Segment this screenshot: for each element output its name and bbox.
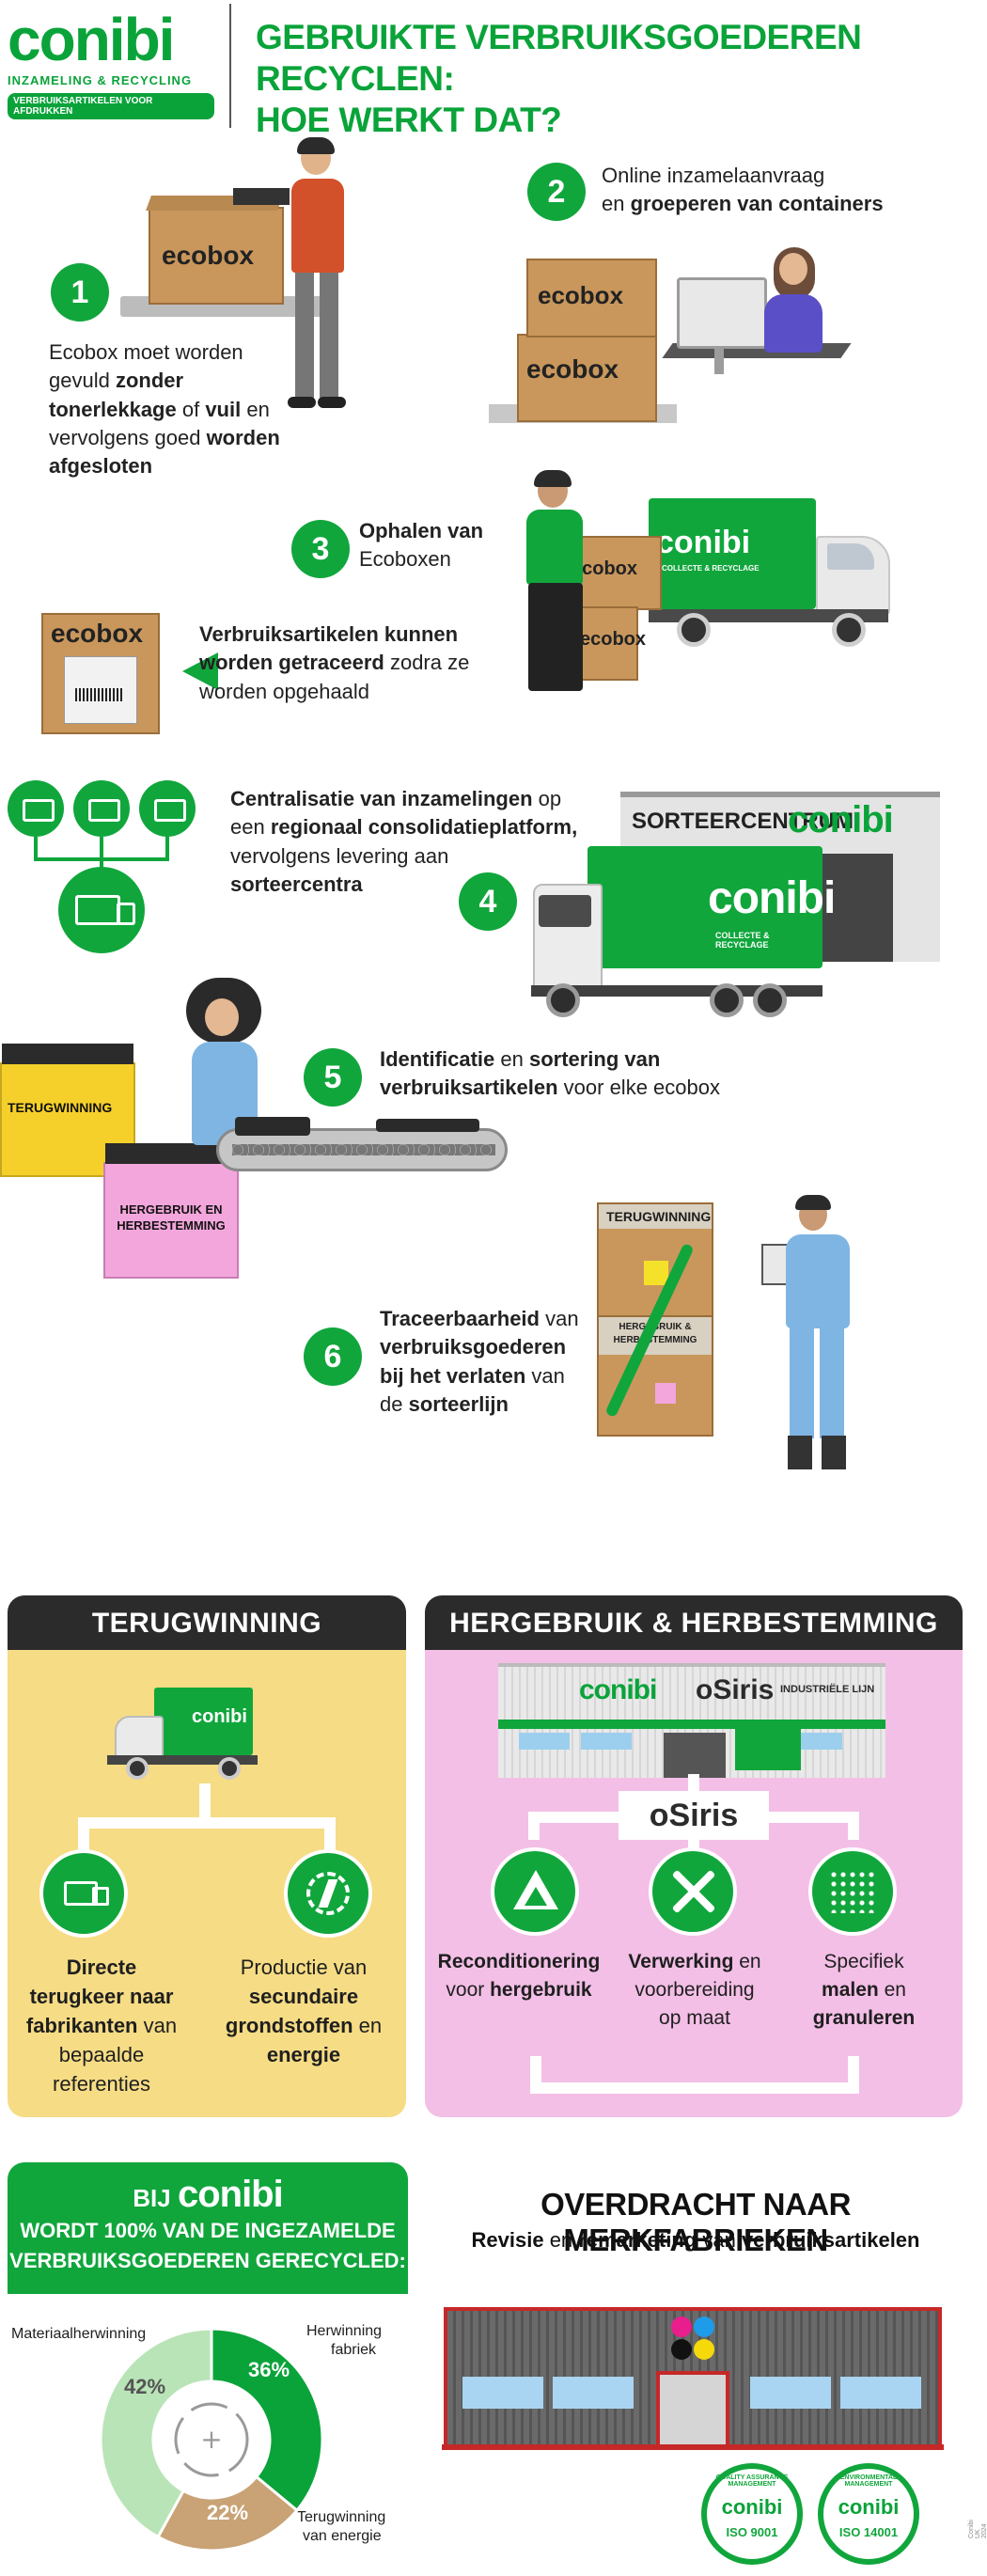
ecobox-step2-bottom: ecobox [517,334,657,422]
transfer-title: OVERDRACHT NAAR MERKFABRIEKEN [540,2187,851,2257]
step1-number: 1 [51,263,109,322]
iso9001-seal: QUALITY ASSURANCE MANAGEMENT conibi ISO … [701,2463,803,2565]
worker-step1 [280,137,346,414]
truck-icon-2 [73,780,130,837]
step5-number: 5 [304,1048,362,1107]
label-materiaal: Materiaalherwinning [11,2326,147,2342]
sorting-center-logo: conibi [788,799,894,840]
logo-subtitle: INZAMELING & RECYCLING [8,73,193,87]
step4-text: Centralisatie van inzamelingen op een re… [230,787,578,897]
label-fabriek: Herwinning fabriek [306,2323,383,2358]
label-energie: Terugwinning van energie [297,2509,386,2544]
box-hergebruik: HERGEBRUIK & HERBESTEMMING [597,1315,713,1437]
logo-bar: VERBRUIKSARTIKELEN VOOR AFDRUKKEN [8,93,214,119]
osiris-sign: oSiris [696,1674,775,1705]
box-terugwinning: TERUGWINNING [597,1202,713,1319]
tools-icon [649,1847,737,1936]
recycle-arrows-icon [174,2402,249,2477]
hergebruik-item2: Verwerking en voorbereiding op maat [628,1951,761,2029]
stats-line3: VERBRUIKSGOEDEREN GERECYCLED: [9,2249,406,2272]
truck-terugwinning: conibi [107,1688,258,1791]
plus-icon: + [200,2424,222,2455]
factory-door [656,2371,729,2448]
truck-icon-3 [139,780,196,837]
step1-illustration: ecobox [120,132,365,414]
donut-slice-2 [156,2474,300,2552]
donut-slice-1 [210,2327,324,2513]
factory-building [444,2307,942,2448]
recycling-donut-chart: + [99,2327,324,2552]
step6-number: 6 [304,1327,362,1386]
semi-truck-step4: conibi COLLECTE & RECYCLAGE [531,846,836,1017]
page-title-line1: GEBRUIKTE VERBRUIKSGOEDEREN RECYCLEN: [256,18,862,98]
logo: conibi INZAMELING & RECYCLING VERBRUIKSA… [8,9,214,120]
direct-return-truck-icon [39,1849,128,1938]
stats-banner: BIJ conibi WORDT 100% VAN DE INGEZAMELDE… [8,2162,408,2294]
pct-energie: 22% [207,2501,249,2524]
page-title-line2: HOE WERKT DAT? [256,101,562,139]
hergebruik-item1: Reconditionering voor hergebruik [437,1951,601,2001]
bin-hergebruik: HERGEBRUIK EN HERBESTEMMING [103,1143,239,1279]
pct-materiaal: 42% [124,2375,166,2398]
worker-step6 [761,1195,865,1481]
panel-terugwinning: TERUGWINNING conibi Directe terugkeer na… [8,1595,406,2117]
transfer-subtitle: Revisie en remarketing van verbruiksarti… [471,2228,920,2252]
logo-wordmark: conibi [8,6,175,73]
hergebruik-item3: Specifiek malen en granuleren [812,1951,916,2029]
step1-text: Ecobox moet worden gevuld zonder tonerle… [49,340,280,479]
ecobox-trace: ecobox [41,613,160,734]
panel-hergebruik-title: HERGEBRUIK & HERBESTEMMING [425,1595,963,1650]
step3-illustration: conibi COLLECTE & RECYCLAGE ecobox ecobo… [508,470,902,710]
consolidation-diagram [8,780,205,953]
osiris-logo: oSiris [619,1791,769,1840]
donut-slice-3 [99,2327,213,2539]
step3-number: 3 [291,520,350,578]
ecobox-step1: ecobox [149,207,284,305]
stats-bij: BIJ [133,2184,171,2212]
step3-text: Ophalen van Ecoboxen [359,519,484,572]
credit: Conibi UK 2024 [968,2520,987,2538]
step6-illustration: TERUGWINNING HERGEBRUIK & HERBESTEMMING [578,1195,879,1481]
stats-logo: conibi [177,2174,284,2215]
terugwinning-item2: Productie van secundaire grondstoffen en… [225,1956,383,2066]
step4-number: 4 [459,872,517,931]
energy-cycle-icon [284,1849,372,1938]
trace-illustration: ecobox [41,613,229,735]
recycle-icon [491,1847,579,1936]
barcode [75,688,122,701]
truck-icon-1 [8,780,64,837]
worker-step2 [757,240,832,353]
terugwinning-item1: Directe terugkeer naar fabrikanten van b… [25,1956,178,2096]
panel-hergebruik: HERGEBRUIK & HERBESTEMMING conibi oSiris… [425,1595,963,2117]
granulate-icon [808,1847,897,1936]
cmyk-icon [671,2317,718,2364]
step2-text: Online inzamelaanvraag en groeperen van … [602,164,884,216]
step5-text: Identificatie en sortering van verbruiks… [380,1047,720,1100]
semi-truck-icon [58,867,145,953]
step2-number: 2 [527,163,586,221]
sorting-center-sign: SORTEERCENTRUM [632,809,854,834]
trace-text: Verbruiksartikelen kunnen worden getrace… [199,622,470,703]
industrial-building: conibi oSiris INDUSTRIËLE LIJN [498,1663,885,1778]
step6-text: Traceerbaarheid van verbruiksgoederen bi… [380,1307,579,1417]
step5-illustration: TERUGWINNING HERGEBRUIK EN HERBESTEMMING [0,978,526,1279]
stats-line2: WORDT 100% VAN DE INGEZAMELDE [20,2219,396,2242]
pointer-triangle [182,652,218,690]
panel-terugwinning-title: TERUGWINNING [8,1595,406,1650]
ecobox-step2-top: ecobox [526,259,657,338]
monitor [677,277,767,349]
header-divider [229,4,231,128]
step2-illustration: ecobox ecobox [489,240,852,442]
iso14001-seal: ENVIRONMENTAL MANAGEMENT conibi ISO 1400… [818,2463,919,2565]
page-title: GEBRUIKTE VERBRUIKSGOEDEREN RECYCLEN: HO… [256,17,987,141]
worker-step3 [517,470,592,710]
delivery-truck: conibi COLLECTE & RECYCLAGE [649,498,893,658]
pct-fabriek: 36% [248,2358,290,2381]
